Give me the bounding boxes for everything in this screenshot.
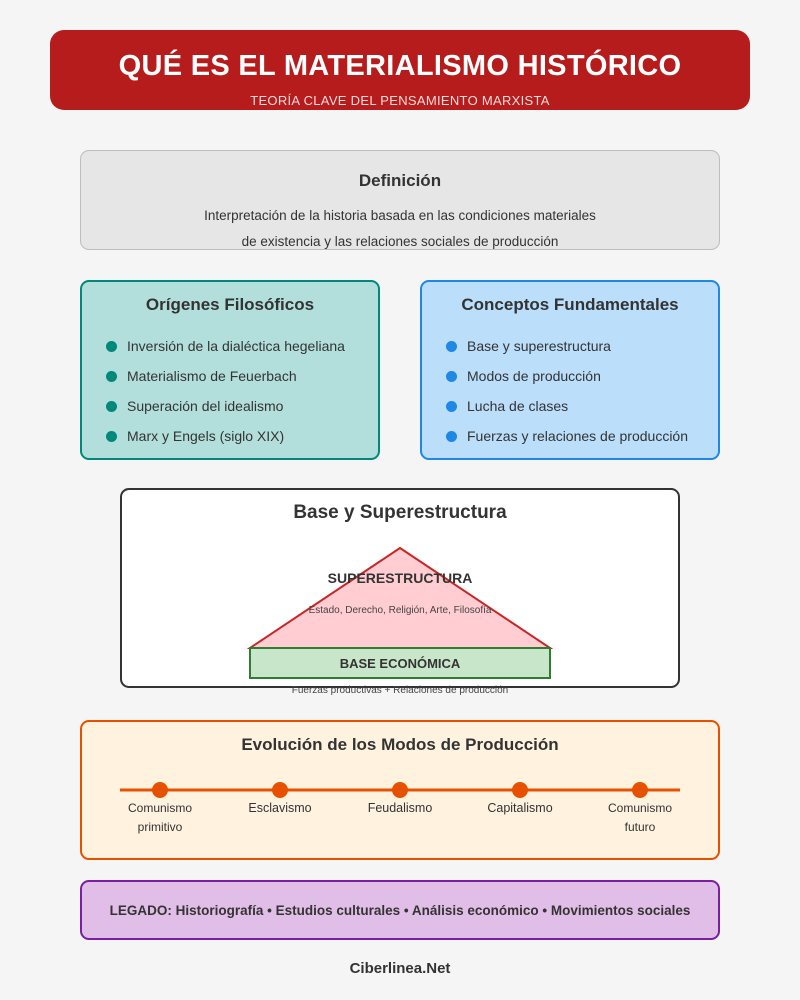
timeline-stage-label: Capitalismo [487,801,552,815]
concepts-card: Conceptos Fundamentales Base y superestr… [420,280,720,460]
bullet-dot-icon [446,430,457,442]
bullet-dot-icon [106,400,117,412]
list-item: Marx y Engels (siglo XIX) [106,421,345,451]
list-item: Superación del idealismo [106,391,345,421]
superstructure-description: Estado, Derecho, Religión, Arte, Filosof… [309,605,492,616]
definition-line-1: Interpretación de la historia basada en … [204,208,596,223]
evolution-title: Evolución de los Modos de Producción [241,735,558,754]
list-item-label: Base y superestructura [467,338,611,354]
bullet-dot-icon [446,340,457,352]
definition-line-2: de existencia y las relaciones sociales … [241,234,559,249]
list-item: Materialismo de Feuerbach [106,361,345,391]
timeline-stage-label: Feudalismo [368,801,433,815]
page-title: QUÉ ES EL MATERIALISMO HISTÓRICO [118,50,682,82]
bullet-dot-icon [446,370,457,382]
timeline-stage-label: Comunismo [128,801,192,815]
bullet-dot-icon [446,400,457,412]
concepts-list: Base y superestructura Modos de producci… [446,331,688,451]
superstructure-label: SUPERESTRUCTURA [328,570,473,586]
structure-title: Base y Superestructura [293,502,507,523]
page-subtitle: TEORÍA CLAVE DEL PENSAMIENTO MARXISTA [250,93,550,108]
list-item: Lucha de clases [446,391,688,421]
list-item: Fuerzas y relaciones de producción [446,421,688,451]
list-item-label: Fuerzas y relaciones de producción [467,428,689,444]
list-item: Base y superestructura [446,331,688,361]
origins-list: Inversión de la dialéctica hegeliana Mat… [106,331,345,451]
timeline-stage-dot [632,782,648,798]
bullet-dot-icon [106,430,117,442]
definition-title: Definición [358,171,442,190]
timeline-stage-dot [392,782,408,798]
base-rectangle [249,647,551,679]
timeline-stage-label: primitivo [138,820,183,834]
list-item-label: Superación del idealismo [127,398,284,414]
list-item: Modos de producción [446,361,688,391]
timeline-stage-label: Comunismo [608,801,672,815]
footer-brand: Ciberlinea.Net [349,960,451,977]
timeline-stage-dot [272,782,288,798]
list-item-label: Marx y Engels (siglo XIX) [127,428,285,444]
concepts-title: Conceptos Fundamentales [461,295,679,314]
definition-box: Definición Interpretación de la historia… [80,150,720,250]
timeline-stage-label: Esclavismo [248,801,311,815]
timeline-stage-dot [152,782,168,798]
bullet-dot-icon [106,370,117,382]
list-item-label: Lucha de clases [467,398,569,414]
base-label: BASE ECONÓMICA [340,656,461,671]
origins-card: Orígenes Filosóficos Inversión de la dia… [80,280,380,460]
list-item-label: Materialismo de Feuerbach [127,368,297,384]
list-item-label: Inversión de la dialéctica hegeliana [127,338,345,354]
list-item-label: Modos de producción [467,368,601,384]
list-item: Inversión de la dialéctica hegeliana [106,331,345,361]
bullet-dot-icon [106,340,117,352]
header-banner: QUÉ ES EL MATERIALISMO HISTÓRICO TEORÍA … [50,30,750,110]
base-description: Fuerzas productivas + Relaciones de prod… [292,685,509,696]
timeline-stage-label: futuro [625,820,656,834]
origins-title: Orígenes Filosóficos [145,295,315,314]
timeline-stage-dot [512,782,528,798]
legacy-banner: LEGADO: Historiografía • Estudios cultur… [80,880,720,940]
